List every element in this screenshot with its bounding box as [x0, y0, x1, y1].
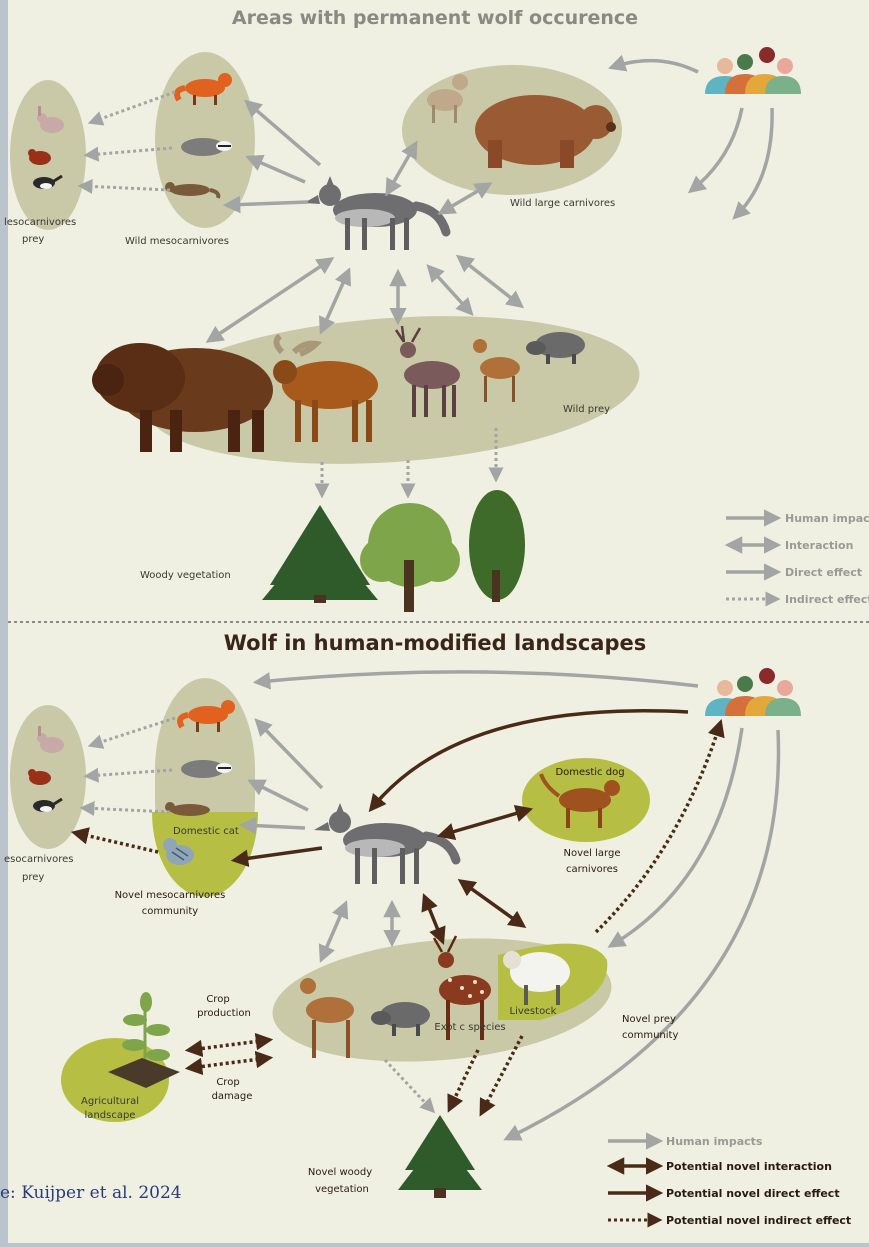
legend-top-interaction: Interaction [785, 539, 853, 552]
legend-bottom-novel-direct-effect: Potential novel direct effect [666, 1187, 840, 1200]
bottom-title: Wolf in human-modified landscapes [224, 631, 647, 655]
legend-bottom-novel-interaction: Potential novel interaction [666, 1160, 832, 1173]
label-agricultural-landscape: landscape [85, 1110, 136, 1121]
legend-bottom-human-impacts: Human impacts [666, 1135, 763, 1148]
label-crop-production-2: production [197, 1008, 251, 1019]
label-mesocarnivores-prey-top: lesocarnivores [4, 217, 76, 228]
label-domestic-dog: Domestic dog [555, 767, 624, 778]
label-novel-prey-community: community [622, 1030, 678, 1041]
label-crop-damage-1: Crop [216, 1077, 239, 1088]
label-novel-large: Novel large [564, 848, 621, 859]
legend-bottom-novel-indirect-effect: Potential novel indirect effect [666, 1214, 851, 1227]
label-woody-vegetation: Woody vegetation [140, 570, 231, 581]
label-wild-prey: Wild prey [563, 404, 610, 415]
label-prey-bottom: prey [22, 872, 44, 883]
legend-top-indirect-effect: Indirect effect [785, 593, 869, 606]
label-novel-large-carnivores: carnivores [566, 864, 618, 875]
label-mesocarnivores-prey-bottom: esocarnivores [4, 854, 73, 865]
label-prey-top: prey [22, 234, 44, 245]
label-crop-damage-2: damage [212, 1091, 253, 1102]
label-wild-mesocarnivores: Wild mesocarnivores [125, 236, 229, 247]
label-novel-prey: Novel prey [622, 1014, 676, 1025]
label-novel-woody: Novel woody [308, 1167, 372, 1178]
source-caption: e: Kuijper et al. 2024 [0, 1183, 182, 1203]
label-crop-production-1: Crop [206, 994, 229, 1005]
legend-top-human-impacts: Human impacts [785, 512, 869, 525]
label-wild-large-carnivores: Wild large carnivores [510, 198, 615, 209]
label-novel-mesocarnivores: Novel mesocarnivores [115, 890, 226, 901]
label-livestock: Livestock [510, 1006, 557, 1017]
legend-top-direct-effect: Direct effect [785, 566, 862, 579]
label-domestic-cat: Domestic cat [173, 826, 239, 837]
label-novel-woody-vegetation: vegetation [315, 1184, 369, 1195]
label-exotic-species: Exot c species [434, 1022, 505, 1033]
top-title: Areas with permanent wolf occurence [232, 7, 638, 29]
label-agricultural: Agricultural [81, 1096, 139, 1107]
label-novel-mesocarnivores-community: community [142, 906, 198, 917]
